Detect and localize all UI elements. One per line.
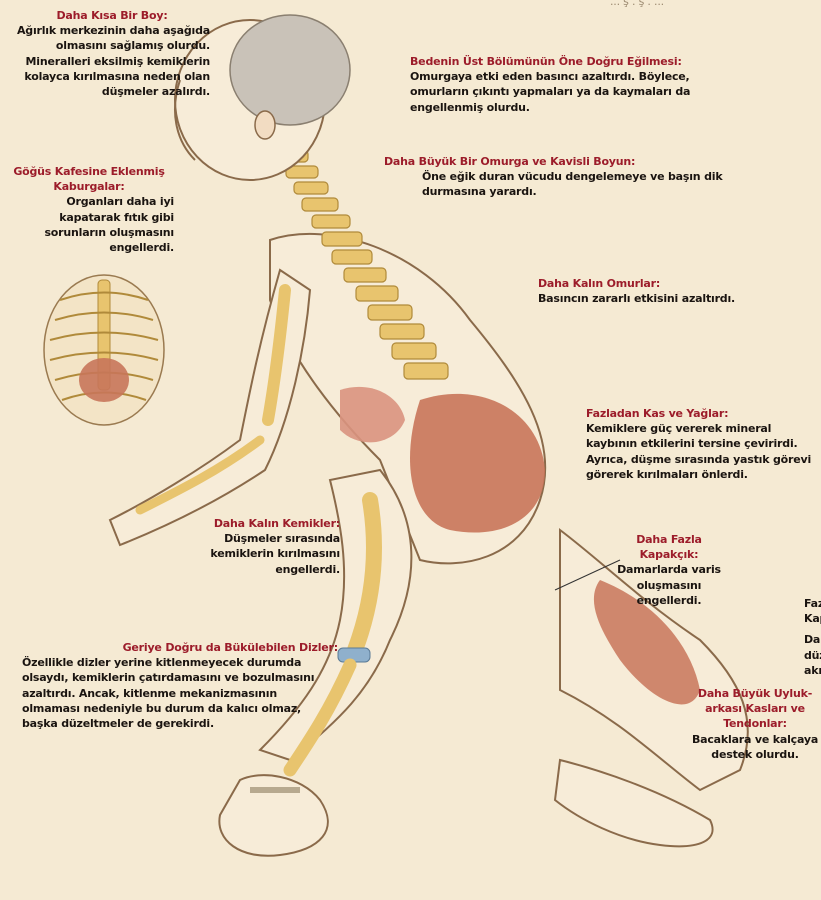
annotation-cut-body-3: akı: [804, 663, 821, 678]
annotation-body: Bacaklara ve kalçaya destek olurdu.: [690, 732, 820, 762]
annotation-shorter-height: Daha Kısa Bir Boy: Ağırlık merkezinin da…: [14, 8, 210, 99]
annotation-cut-body-2: düz: [804, 648, 821, 663]
annotation-title: Daha Kalın Kemikler:: [200, 516, 340, 531]
annotation-title: Bedenin Üst Bölümünün Öne Doğru Eğilmesi…: [410, 54, 750, 69]
hair-bun: [230, 15, 350, 125]
annotation-title: Daha Fazla Kapakçık:: [614, 532, 724, 562]
annotation-title: Geriye Doğru da Bükülebilen Dizler:: [22, 640, 338, 655]
annotation-valves: Daha Fazla Kapakçık: Damarlarda varis ol…: [614, 532, 724, 608]
annotation-body: Özellikle dizler yerine kitlenmeyecek du…: [22, 655, 338, 731]
annotation-spine-neck: Daha Büyük Bir Omurga ve Kavisli Boyun: …: [384, 154, 744, 200]
annotation-cut-body: Dal: [804, 632, 821, 647]
annotation-body: Düşmeler sırasında kemiklerin kırılmasın…: [200, 531, 340, 577]
annotation-body: Ağırlık merkezinin daha aşağıda olmasını…: [14, 23, 210, 99]
annotation-body: Öne eğik duran vücudu dengelemeye ve baş…: [384, 169, 744, 199]
annotation-body: Omurgaya etki eden basıncı azaltırdı. Bö…: [410, 69, 750, 115]
annotation-ribs: Göğüs Kafesine Eklenmiş Kaburgalar: Orga…: [4, 164, 174, 255]
header-fragment: ... ş . ş . ...: [610, 0, 821, 9]
ear: [255, 111, 275, 139]
annotation-cut-title: Faz: [804, 596, 821, 611]
annotation-vertebrae: Daha Kalın Omurlar: Basıncın zararlı etk…: [538, 276, 748, 306]
annotation-cut-title-2: Kap: [804, 611, 821, 626]
annotation-title: Daha Büyük Uyluk-arkası Kasları ve Tendo…: [690, 686, 820, 732]
header-fragment-text: ... ş . ş . ...: [610, 0, 664, 8]
annotation-body: Damarlarda varis oluşmasını engellerdi.: [614, 562, 724, 608]
annotation-body: Kemiklere güç vererek mineral kaybının e…: [586, 421, 818, 482]
annotation-title: Göğüs Kafesine Eklenmiş Kaburgalar:: [4, 164, 174, 194]
annotation-body: Organları daha iyi kapatarak fıtık gibi …: [4, 194, 174, 255]
annotation-torso-lean: Bedenin Üst Bölümünün Öne Doğru Eğilmesi…: [410, 54, 750, 115]
rib-cage-inset: [44, 275, 164, 425]
annotation-knees: Geriye Doğru da Bükülebilen Dizler: Özel…: [22, 640, 338, 731]
annotation-muscle-fat: Fazladan Kas ve Yağlar: Kemiklere güç ve…: [586, 406, 818, 482]
annotation-hamstrings: Daha Büyük Uyluk-arkası Kasları ve Tendo…: [690, 686, 820, 762]
annotation-bones: Daha Kalın Kemikler: Düşmeler sırasında …: [200, 516, 340, 577]
annotation-title: Fazladan Kas ve Yağlar:: [586, 406, 818, 421]
annotation-title: Daha Kısa Bir Boy:: [14, 8, 210, 23]
annotation-title: Daha Büyük Bir Omurga ve Kavisli Boyun:: [384, 154, 744, 169]
annotation-body: Basıncın zararlı etkisini azaltırdı.: [538, 291, 748, 306]
annotation-cut-right: Faz Kap Dal düz akı: [804, 596, 821, 678]
annotation-title: Daha Kalın Omurlar:: [538, 276, 748, 291]
